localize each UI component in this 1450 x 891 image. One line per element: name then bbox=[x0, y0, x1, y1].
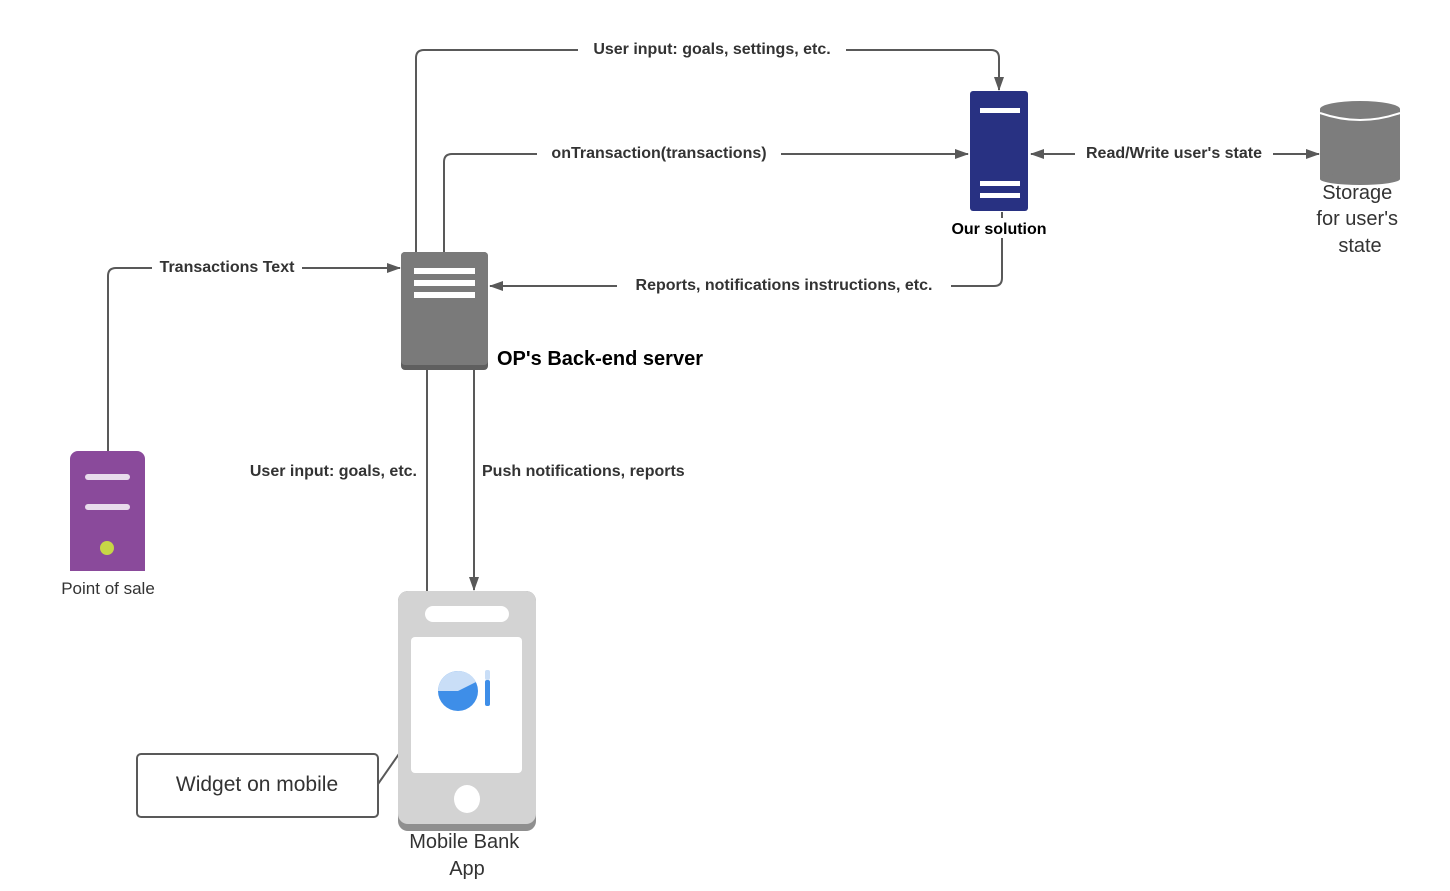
widget-callout-box bbox=[136, 753, 379, 818]
edge-label-user-input-goals: User input: goals, etc. bbox=[250, 463, 417, 480]
server-icon bbox=[401, 252, 488, 370]
mobile-app-label: Mobile Bank App bbox=[409, 831, 525, 880]
edge-label-reports-instructions: Reports, notifications instructions, etc… bbox=[636, 277, 933, 294]
widget-callout-label: Widget on mobile bbox=[176, 773, 338, 796]
edge-transactions-text bbox=[107, 263, 401, 452]
edge-label-read-write-state: Read/Write user's state bbox=[1086, 145, 1262, 162]
backend-server-label: OP's Back-end server bbox=[497, 348, 703, 370]
pos-terminal-icon bbox=[70, 451, 145, 571]
database-icon bbox=[1319, 101, 1401, 185]
storage-label-line-2: for user's bbox=[1316, 208, 1398, 230]
edge-label-push-notifications: Push notifications, reports bbox=[482, 463, 685, 480]
mobile-app-node: Mobile Bank App bbox=[398, 591, 536, 880]
widget-callout-node: Widget on mobile bbox=[136, 753, 379, 818]
server-icon bbox=[970, 91, 1028, 211]
backend-server-node: OP's Back-end server bbox=[401, 252, 703, 370]
edge-reports-instructions bbox=[489, 212, 1003, 291]
storage-label-line-3: state bbox=[1338, 235, 1381, 257]
mobile-app-label-line-2: App bbox=[449, 858, 485, 880]
point-of-sale-label: Point of sale bbox=[61, 579, 155, 598]
our-solution-label: Our solution bbox=[951, 221, 1046, 238]
storage-label-line-1: Storage bbox=[1322, 182, 1392, 204]
our-solution-node: Our solution bbox=[950, 91, 1050, 238]
mobile-app-label-line-1: Mobile Bank bbox=[409, 831, 520, 853]
storage-node: Storage for user's state bbox=[1316, 101, 1403, 257]
edge-label-user-input-settings: User input: goals, settings, etc. bbox=[593, 41, 830, 58]
storage-label: Storage for user's state bbox=[1316, 182, 1403, 257]
edge-label-on-transaction: onTransaction(transactions) bbox=[551, 145, 766, 162]
edge-labels: User input: goals, settings, etc. onTran… bbox=[152, 38, 1273, 480]
edge-label-transactions-text: Transactions Text bbox=[160, 259, 296, 276]
point-of-sale-node: Point of sale bbox=[61, 451, 155, 598]
mobile-phone-icon bbox=[398, 591, 536, 831]
edge-on-transaction bbox=[443, 149, 969, 252]
widget-chart-icon bbox=[438, 670, 490, 711]
